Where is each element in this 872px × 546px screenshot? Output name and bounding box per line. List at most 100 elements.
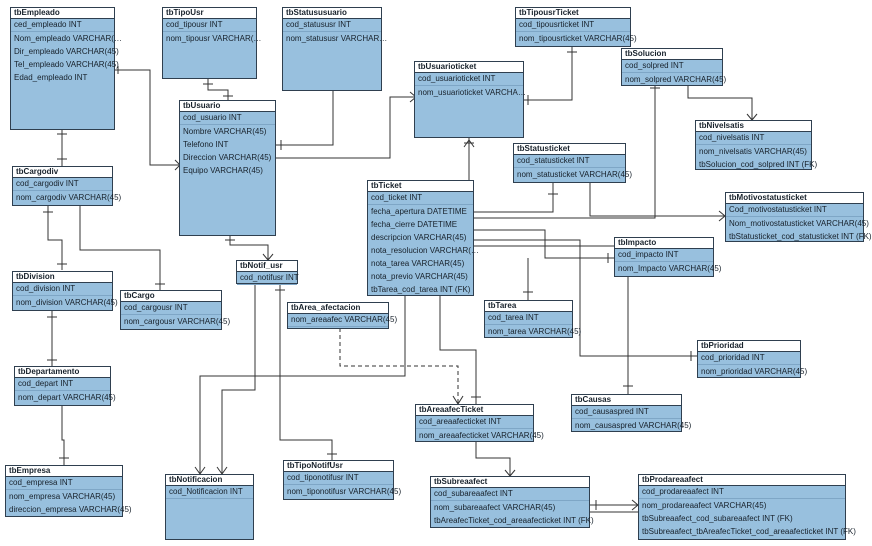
table-column: cod_statusticket INT: [514, 155, 625, 168]
table-column: cod_tiponotifusr INT: [284, 472, 393, 485]
table-name: tbUsuario: [180, 101, 275, 112]
table-column: nom_tipousr VARCHAR(…: [166, 34, 262, 43]
table-tbDepartamento[interactable]: tbDepartamento cod_depart INT nom_depart…: [14, 366, 116, 406]
table-tbUsuario[interactable]: tbUsuario cod_usuario INT Nombre VARCHAR…: [179, 100, 276, 236]
rel-usuario-notifusr: [229, 236, 269, 260]
table-column: cod_division INT: [13, 283, 112, 296]
table-column: cod_ticket INT: [368, 192, 473, 205]
rel-usuario-usuarioticket: [276, 96, 416, 159]
table-column: nom_subareaafect VARCHAR(45): [434, 503, 556, 512]
table-column: fecha_apertura DATETIME: [371, 207, 467, 216]
table-column: nom_nivelsatis VARCHAR(45): [699, 147, 807, 156]
table-name: tbTipousrTicket: [516, 8, 630, 19]
table-name: tbProdareaafect: [639, 475, 845, 486]
table-name: tbStatusticket: [514, 144, 625, 155]
table-column: Nom_empleado VARCHAR(…: [14, 34, 122, 43]
table-column: cod_Notificacion INT: [166, 486, 253, 499]
table-column: fecha_cierre DATETIME: [371, 220, 458, 229]
table-column: nom_cargodiv VARCHAR(45): [16, 193, 122, 202]
table-tbCargodiv[interactable]: tbCargodiv cod_cargodiv INT nom_cargodiv…: [12, 166, 122, 206]
table-column: cod_impacto INT: [615, 249, 713, 262]
table-column: nota_previo VARCHAR(45): [371, 272, 468, 281]
rel-areaafecticket-subreaafect: [475, 442, 511, 476]
table-tbCausas[interactable]: tbCausas cod_causaspred INT nom_causaspr…: [571, 394, 691, 432]
table-column: cod_tipousrticket INT: [516, 19, 630, 32]
table-column: descripcion VARCHAR(45): [371, 233, 467, 242]
table-column: nom_tipousrticket VARCHAR(45): [519, 34, 637, 43]
table-tbSolucion[interactable]: tbSolucion cod_solpred INT nom_solpred V…: [621, 48, 727, 86]
table-name: tbCargodiv: [13, 167, 112, 178]
table-column: cod_areaafecticket INT: [416, 416, 533, 429]
table-column: nom_statususr VARCHAR…: [286, 34, 388, 43]
table-name: tbCausas: [572, 395, 681, 406]
table-column: tbSolucion_cod_solpred INT (FK): [699, 160, 818, 169]
table-column: nom_Impacto VARCHAR(45): [618, 264, 722, 273]
table-tbTarea[interactable]: tbTarea cod_tarea INT nom_tarea VARCHAR(…: [484, 300, 581, 338]
table-name: tbCargo: [121, 291, 221, 302]
table-tbStatususuario[interactable]: tbStatususuario cod_statususr INT nom_st…: [282, 7, 388, 91]
table-tbNotificacion[interactable]: tbNotificacion cod_Notificacion INT: [165, 474, 254, 540]
table-column: cod_cargousr INT: [121, 302, 221, 315]
table-name: tbPrioridad: [698, 341, 800, 352]
table-column: nom_solpred VARCHAR(45): [625, 75, 727, 84]
table-name: tbUsuarioticket: [415, 62, 523, 73]
table-tbMotivostatusticket[interactable]: tbMotivostatusticket Cod_motivostatustic…: [725, 192, 872, 242]
table-column: nota_resolucion VARCHAR(…: [371, 246, 479, 255]
table-column: cod_solpred INT: [622, 60, 722, 73]
table-column: Equipo VARCHAR(45): [183, 166, 263, 175]
table-column: nom_division VARCHAR(45): [16, 298, 118, 307]
table-tbArea_afectacion[interactable]: tbArea_afectacion nom_areaafec VARCHAR(4…: [287, 302, 397, 329]
table-tbDivision[interactable]: tbDivision cod_division INT nom_division…: [12, 271, 118, 311]
table-column: Nombre VARCHAR(45): [183, 127, 267, 136]
rel-areaafectacion-areaafecticket: [339, 328, 459, 404]
table-tbTipoUsr[interactable]: tbTipoUsr cod_tipousr INT nom_tipousr VA…: [162, 7, 262, 79]
table-tbTicket[interactable]: tbTicket cod_ticket INT fecha_apertura D…: [367, 180, 479, 296]
table-column: cod_usuarioticket INT: [415, 73, 523, 86]
table-column: cod_cargodiv INT: [13, 178, 112, 191]
rel-cargodiv-division: [47, 205, 63, 270]
table-tbCargo[interactable]: tbCargo cod_cargousr INT nom_cargousr VA…: [120, 290, 231, 330]
rel-ticket-areaafecticket: [439, 296, 477, 404]
table-column: cod_prodareaafect INT: [639, 486, 845, 499]
table-column: nom_tiponotifusr VARCHAR(45): [287, 487, 402, 496]
table-column: tbStatusticket_cod_statusticket INT (FK): [729, 232, 872, 241]
table-tbAreaafecTicket[interactable]: tbAreaafecTicket cod_areaafecticket INT …: [415, 404, 544, 442]
table-column: nom_cargousr VARCHAR(45): [124, 317, 231, 326]
rel-notifusr-notificacion: [221, 283, 256, 474]
table-tbTipoNotifUsr[interactable]: tbTipoNotifUsr cod_tiponotifusr INT nom_…: [283, 460, 402, 500]
table-column: cod_causaspred INT: [572, 406, 681, 419]
table-name: tbSubreaafect: [431, 477, 589, 488]
table-column: cod_empresa INT: [6, 477, 122, 490]
table-column: nom_areaafec VARCHAR(45): [288, 314, 397, 327]
table-column: cod_usuario INT: [180, 112, 275, 125]
table-tbEmpresa[interactable]: tbEmpresa cod_empresa INT nom_empresa VA…: [5, 465, 132, 517]
rel-statusticket-motivo: [589, 182, 725, 217]
table-column: nom_empresa VARCHAR(45): [9, 492, 116, 501]
table-tbNivelsatis[interactable]: tbNivelsatis cod_nivelsatis INT nom_nive…: [695, 120, 818, 170]
table-name: tbEmpresa: [6, 466, 122, 477]
table-tbStatusticket[interactable]: tbStatusticket cod_statusticket INT nom_…: [513, 143, 632, 183]
rel-departamento-empresa: [61, 405, 65, 465]
table-tbUsuarioticket[interactable]: tbUsuarioticket cod_usuarioticket INT no…: [414, 61, 526, 138]
table-name: tbNotificacion: [166, 475, 253, 486]
table-column: tbSubreaafect_cod_subareaafect INT (FK): [642, 514, 793, 523]
table-tbImpacto[interactable]: tbImpacto cod_impacto INT nom_Impacto VA…: [614, 237, 722, 277]
table-column: nota_tarea VARCHAR(45): [371, 259, 465, 268]
table-column: ced_empleado INT: [11, 19, 114, 32]
table-tbSubreaafect[interactable]: tbSubreaafect cod_subareaafect INT nom_s…: [430, 476, 594, 528]
table-column: cod_notifusr INT: [237, 272, 299, 285]
rel-statusticket-ticket: [474, 182, 554, 213]
table-tbPrioridad[interactable]: tbPrioridad cod_prioridad INT nom_priori…: [697, 340, 808, 378]
table-name: tbImpacto: [615, 238, 713, 249]
table-column: nom_prioridad VARCHAR(45): [701, 367, 808, 376]
table-tbEmpleado[interactable]: tbEmpleado ced_empleado INT Nom_empleado…: [10, 7, 122, 130]
table-column: nom_statusticket VARCHAR(45): [517, 170, 632, 179]
rel-empleado-usuario: [114, 69, 180, 166]
table-tbProdareaafect[interactable]: tbProdareaafect cod_prodareaafect INT no…: [638, 474, 856, 540]
table-column: Cod_motivostatusticket INT: [726, 204, 863, 217]
table-column: tbTarea_cod_tarea INT (FK): [371, 285, 471, 294]
table-tbTipousrTicket[interactable]: tbTipousrTicket cod_tipousrticket INT no…: [515, 7, 637, 47]
table-column: cod_tipousr INT: [163, 19, 256, 32]
table-tbNotif_usr[interactable]: tbNotif_usr cod_notifusr INT: [236, 260, 299, 285]
